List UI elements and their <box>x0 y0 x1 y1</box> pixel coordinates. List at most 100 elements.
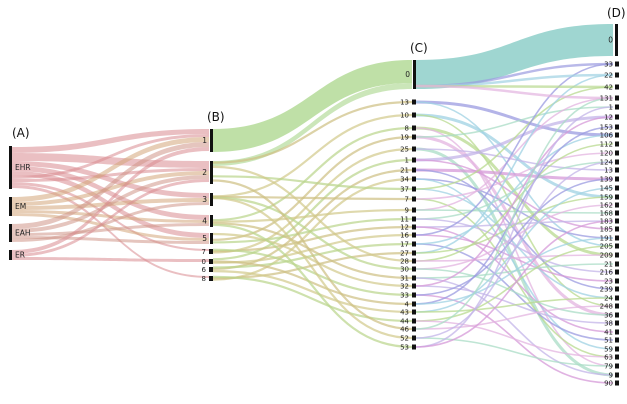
node-d-33[interactable] <box>615 61 619 67</box>
link-b-c-20 <box>212 232 413 288</box>
node-d-90[interactable] <box>615 380 619 386</box>
node-d-22[interactable] <box>615 72 619 78</box>
node-label-c-52: 52 <box>400 335 409 343</box>
link-b-c-26 <box>212 197 413 340</box>
node-d-106[interactable] <box>615 132 619 138</box>
node-c-8[interactable] <box>412 125 416 131</box>
link-c-d-15-1 <box>415 134 614 245</box>
node-c-11[interactable] <box>412 216 416 222</box>
node-b-8[interactable] <box>209 276 213 281</box>
link-a-b-2 <box>11 161 209 198</box>
node-c-13[interactable] <box>412 99 416 105</box>
node-b-1[interactable] <box>210 129 213 152</box>
node-d-216[interactable] <box>615 269 619 275</box>
link-c-d-24-1 <box>415 320 614 358</box>
node-d-120[interactable] <box>615 150 619 156</box>
node-d-162[interactable] <box>615 202 619 208</box>
node-c-33[interactable] <box>412 292 416 298</box>
node-b-6[interactable] <box>209 267 213 272</box>
node-d-21[interactable] <box>615 261 619 267</box>
link-c-d-26-0 <box>415 337 614 367</box>
node-c-52[interactable] <box>412 335 416 341</box>
node-d-153[interactable] <box>615 124 619 130</box>
node-c-28[interactable] <box>412 258 416 264</box>
node-d-239[interactable] <box>615 286 619 292</box>
node-label-c-0: 0 <box>405 70 410 79</box>
node-c-34[interactable] <box>412 176 416 182</box>
node-d-112[interactable] <box>615 141 619 147</box>
node-d-139[interactable] <box>615 176 619 182</box>
node-b-3[interactable] <box>210 193 213 206</box>
node-c-25[interactable] <box>412 146 416 152</box>
node-d-36[interactable] <box>615 312 619 318</box>
node-c-37[interactable] <box>412 186 416 192</box>
node-d-1[interactable] <box>615 104 619 110</box>
node-c-27[interactable] <box>412 250 416 256</box>
node-a-EAH[interactable] <box>9 224 12 242</box>
node-c-10[interactable] <box>412 112 416 118</box>
node-d-59[interactable] <box>615 346 619 352</box>
node-d-159[interactable] <box>615 194 619 200</box>
node-c-12[interactable] <box>412 224 416 230</box>
node-b-2[interactable] <box>210 161 213 184</box>
node-c-1[interactable] <box>412 157 416 163</box>
node-d-42[interactable] <box>615 84 619 90</box>
node-c-44[interactable] <box>412 318 416 324</box>
link-a-b-6 <box>11 168 209 182</box>
node-d-248[interactable] <box>615 303 619 309</box>
node-c-7[interactable] <box>412 196 416 202</box>
node-d-23[interactable] <box>615 278 619 284</box>
node-label-c-37: 37 <box>400 186 409 194</box>
node-c-30[interactable] <box>412 266 416 272</box>
node-c-19[interactable] <box>412 134 416 140</box>
node-d-205[interactable] <box>615 243 619 249</box>
node-c-0[interactable] <box>413 60 416 89</box>
node-d-9[interactable] <box>615 372 619 378</box>
node-label-b-0: 0 <box>202 258 206 266</box>
link-b-c-13 <box>212 225 413 253</box>
node-d-0[interactable] <box>615 24 618 56</box>
node-label-c-53: 53 <box>400 344 409 352</box>
node-d-124[interactable] <box>615 159 619 165</box>
node-d-209[interactable] <box>615 252 619 258</box>
node-label-c-43: 43 <box>400 309 409 317</box>
node-c-16[interactable] <box>412 232 416 238</box>
node-b-4[interactable] <box>210 215 213 227</box>
node-c-43[interactable] <box>412 309 416 315</box>
node-label-b-1: 1 <box>202 136 207 145</box>
node-a-ER[interactable] <box>9 250 12 260</box>
node-d-51[interactable] <box>615 337 619 343</box>
node-d-12[interactable] <box>615 114 619 120</box>
node-c-31[interactable] <box>412 275 416 281</box>
link-c-d-18-1 <box>415 268 614 316</box>
node-c-9[interactable] <box>412 207 416 213</box>
node-c-17[interactable] <box>412 241 416 247</box>
node-b-7[interactable] <box>209 249 213 254</box>
node-b-5[interactable] <box>210 233 213 244</box>
node-d-145[interactable] <box>615 185 619 191</box>
node-label-c-4: 4 <box>405 301 410 309</box>
node-c-21[interactable] <box>412 167 416 173</box>
node-b-0[interactable] <box>209 259 213 264</box>
node-c-4[interactable] <box>412 301 416 307</box>
node-d-38[interactable] <box>615 320 619 326</box>
node-a-EM[interactable] <box>9 197 12 216</box>
node-d-13[interactable] <box>615 167 619 173</box>
node-d-79[interactable] <box>615 363 619 369</box>
link-a-b-15 <box>11 175 209 233</box>
node-d-63[interactable] <box>615 354 619 360</box>
node-d-185[interactable] <box>615 226 619 232</box>
node-d-41[interactable] <box>615 329 619 335</box>
node-d-24[interactable] <box>615 295 619 301</box>
node-c-46[interactable] <box>412 326 416 332</box>
node-d-168[interactable] <box>615 210 619 216</box>
link-b-c-14 <box>212 233 413 264</box>
node-a-EHR[interactable] <box>9 146 12 189</box>
node-c-32[interactable] <box>412 283 416 289</box>
node-label-c-19: 19 <box>400 134 409 142</box>
node-c-53[interactable] <box>412 344 416 350</box>
node-d-191[interactable] <box>615 235 619 241</box>
node-label-c-13: 13 <box>400 99 409 107</box>
node-d-183[interactable] <box>615 218 619 224</box>
node-d-131[interactable] <box>615 95 619 101</box>
